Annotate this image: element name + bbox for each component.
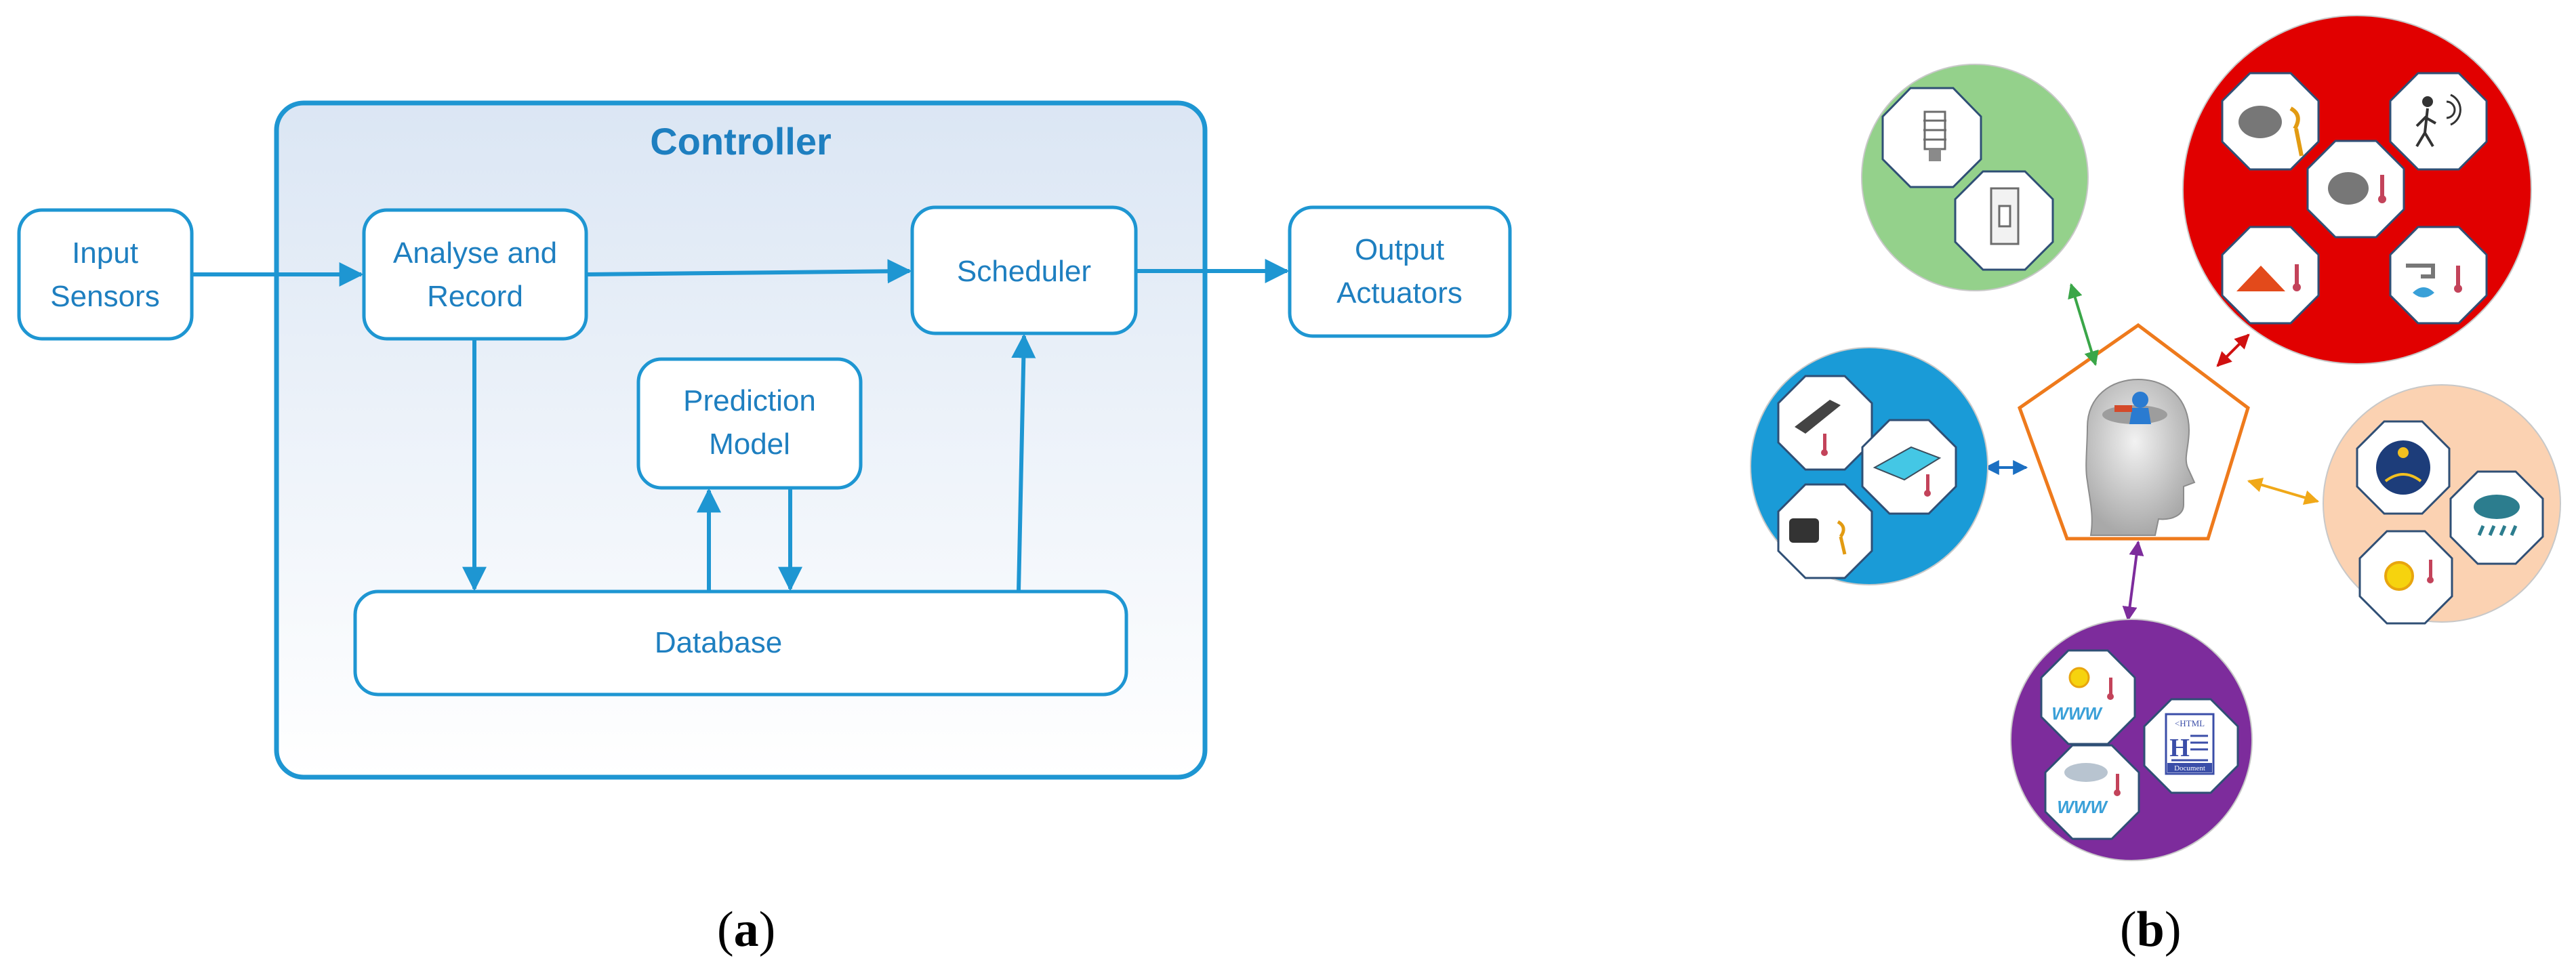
output-actuators-block: Output Actuators (1288, 205, 1512, 338)
lightbulb-icon (1923, 110, 1946, 150)
link-green (2068, 283, 2099, 367)
html-doc-glyph: H (2169, 734, 2190, 762)
web-forecast-group: WWW <HTML H Document WWW (2010, 619, 2253, 861)
solar-collector-icon (1795, 400, 1841, 434)
output-actuators-label-1: Output (1355, 233, 1444, 266)
web-label-2: WWW (2057, 797, 2108, 817)
prediction-model-label-2: Model (709, 428, 790, 461)
analyse-record-label-2: Record (427, 280, 523, 313)
water-heater-icon (2328, 172, 2369, 205)
analyse-record-label-1: Analyse and (393, 236, 557, 270)
prediction-model-block: Prediction Model (636, 357, 863, 490)
roof-icon (2236, 266, 2285, 291)
sun-icon (2384, 561, 2414, 591)
link-red (2216, 333, 2250, 367)
web-weather-tile-1: WWW (2040, 649, 2136, 745)
controller-title: Controller (650, 120, 832, 163)
database-block: Database (353, 589, 1128, 697)
smart-home-diagram: WWW <HTML H Document WWW (1750, 15, 2561, 861)
motion-tile (2389, 72, 2488, 171)
roof-tile (2221, 226, 2320, 325)
thinking-head-icon (2085, 378, 2196, 536)
prediction-model-label-1: Prediction (683, 384, 816, 417)
scheduler-label: Scheduler (957, 255, 1091, 288)
pool-pump-icon (1789, 518, 1819, 543)
clamp-meter-icon-2 (1837, 520, 1847, 555)
night-tile (2356, 420, 2451, 515)
bulb-tile (1881, 87, 1982, 188)
solar-collector-tile (1777, 375, 1873, 471)
sun-icon-2 (2068, 667, 2090, 688)
switch-tile (1954, 170, 2054, 271)
swimming-pool-icon (1873, 446, 1942, 481)
block-diagram: Controller Input Sensors Analyse and Rec… (17, 100, 1512, 780)
motion-sensor-icon (2415, 108, 2436, 148)
pool-group (1750, 347, 1988, 585)
pump-tile (1777, 483, 1873, 579)
html-doc-header: <HTML (2175, 718, 2205, 728)
lighting-group (1861, 64, 2089, 291)
thermometer-icon (2380, 175, 2384, 198)
sun-tile (2358, 530, 2453, 625)
rain-cloud-icon (2474, 495, 2520, 519)
scheduler-block: Scheduler (910, 205, 1138, 335)
pool-tile (1861, 419, 1957, 515)
input-sensors-block: Input Sensors (17, 208, 194, 341)
rain-tile (2449, 470, 2544, 565)
input-sensors-label-1: Input (72, 236, 138, 270)
arrow-analyse-to-scheduler (586, 259, 912, 284)
analyse-record-block: Analyse and Record (362, 208, 588, 341)
output-actuators-label-2: Actuators (1336, 276, 1463, 310)
link-purple (2122, 540, 2144, 622)
input-sensors-label-2: Sensors (50, 280, 159, 313)
cloud-icon (2064, 763, 2108, 782)
water-tap-icon (2406, 264, 2435, 278)
night-sky-icon (2376, 440, 2430, 495)
caption-b: (b) (2120, 902, 2182, 957)
boiler-icon (2238, 106, 2282, 138)
weather-group (2323, 384, 2561, 625)
arrow-database-to-scheduler (1011, 333, 1036, 592)
boiler-tile-1 (2221, 72, 2320, 171)
html-document-tile: <HTML H Document (2143, 698, 2239, 794)
database-label: Database (655, 626, 782, 659)
link-peach (2247, 478, 2320, 505)
clamp-meter-icon (2289, 106, 2304, 157)
tap-tile (2389, 226, 2488, 325)
appliances-group (2182, 15, 2532, 365)
boiler-tile-2 (2306, 140, 2405, 239)
html-doc-footer: Document (2174, 764, 2205, 772)
web-weather-tile-2: WWW (2044, 744, 2140, 840)
caption-a: (a) (717, 902, 776, 957)
web-label-1: WWW (2051, 703, 2103, 724)
